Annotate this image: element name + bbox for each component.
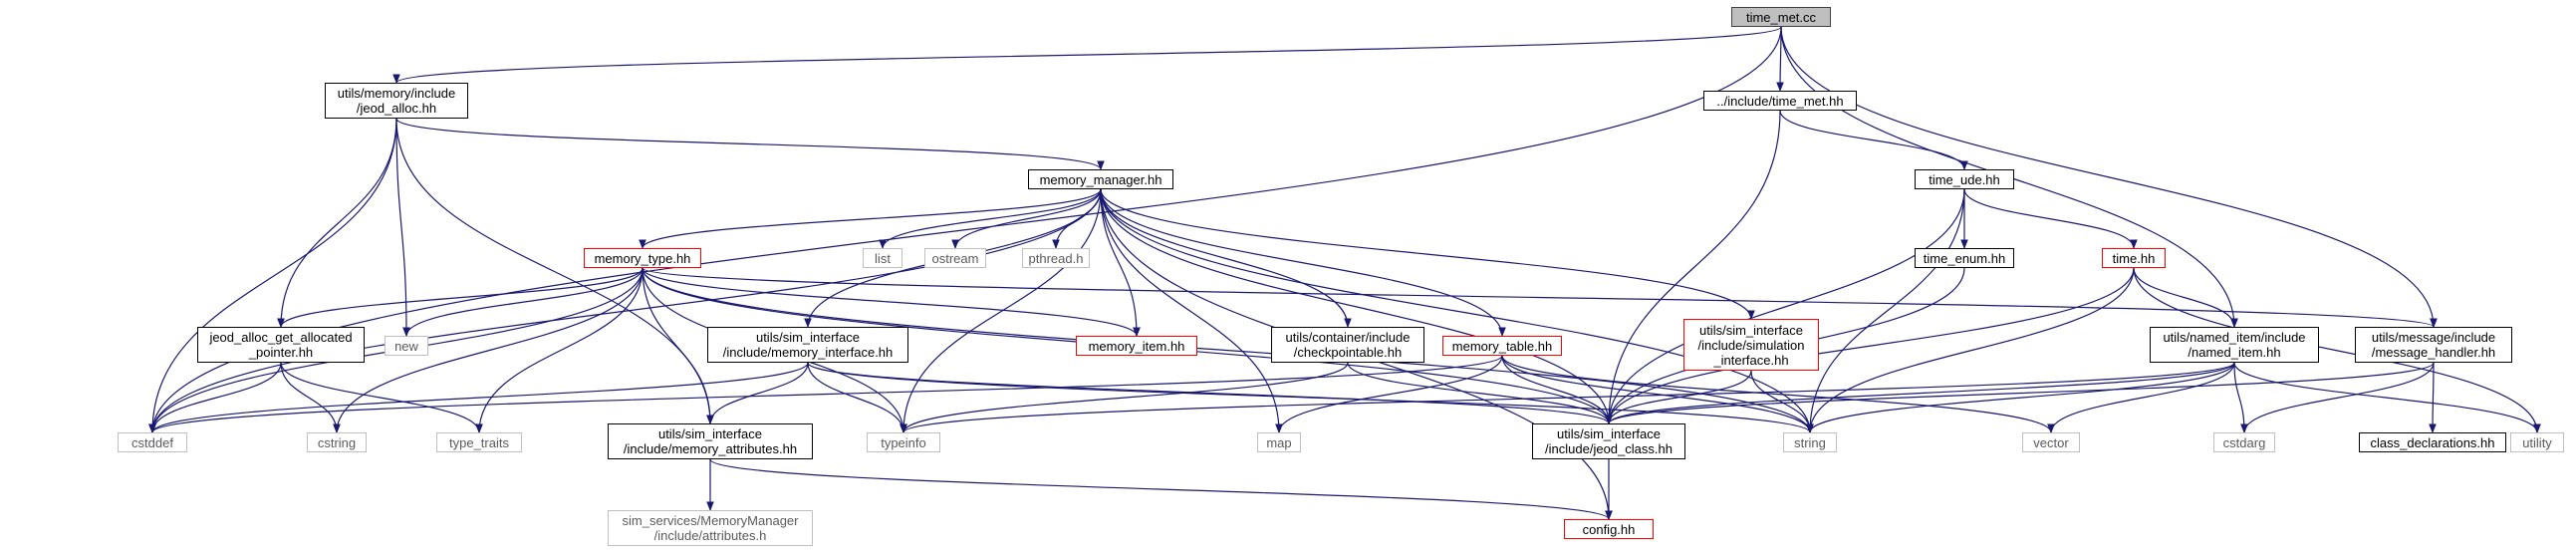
edge-memory-manager-to-map [1100,188,1283,433]
edge-memory-type-to-string [642,267,1814,433]
edge-time-hh-to-string [1806,267,2135,433]
edge-time-ude-to-string [1806,188,1965,433]
node-ostream: ostream [924,248,986,268]
node-checkpointable[interactable]: utils/container/include /checkpointable.… [1271,327,1424,363]
edge-memory-type-to-cstring [333,267,644,433]
node-cstdarg: cstdarg [2213,432,2275,452]
node-message-handler[interactable]: utils/message/include /message_handler.h… [2355,327,2512,363]
edge-memory-manager-to-simulation-interface [1100,188,1755,320]
edge-memory-manager-to-memory-type [639,188,1102,249]
edge-time-met-to-jeod-alloc [392,26,1782,84]
edge-named-item-to-jeod-class [1605,362,2235,424]
node-memory-manager[interactable]: memory_manager.hh [1028,169,1173,189]
node-jeod-class[interactable]: utils/sim_interface /include/jeod_class.… [1532,423,1685,459]
edge-memory-manager-to-checkpointable [1100,188,1352,328]
edge-jeod-alloc-ptr-to-cstring [280,362,341,433]
edge-memory-type-to-new [402,267,644,337]
edge-named-item-to-utility [2233,362,2541,433]
node-time-met: time_met.cc [1731,7,1831,27]
edge-memory-interface-to-string [807,362,1814,433]
node-memory-item[interactable]: memory_item.hh [1076,336,1197,356]
edge-jeod-alloc-to-cstddef [148,118,397,433]
edge-jeod-alloc-to-memory-manager [395,118,1105,170]
node-time-ude[interactable]: time_ude.hh [1915,169,2014,189]
edge-checkpointable-to-jeod-class [1347,362,1613,424]
edge-memory-manager-to-cstddef [148,188,1102,433]
edge-memory-type-to-memory-attributes [642,267,714,424]
node-cstring: cstring [307,432,367,452]
node-time-enum[interactable]: time_enum.hh [1915,248,2014,268]
edge-memory-interface-to-typeinfo [807,362,907,433]
node-map: map [1257,432,1301,452]
edge-memory-type-to-memory-item [642,267,1141,337]
node-memory-table[interactable]: memory_table.hh [1442,336,1562,356]
edge-jeod-alloc-ptr-to-type-traits [280,362,483,433]
edge-message-handler-to-class-declarations [2429,362,2437,433]
edge-jeod-alloc-to-jeod-alloc-ptr [277,118,397,328]
edge-time-met-to-message-handler [1780,26,2438,328]
edge-memory-interface-to-jeod-class [807,362,1613,424]
edge-memory-type-to-message-handler [642,267,2438,328]
node-new: new [385,336,428,356]
node-time-hh[interactable]: time.hh [2102,248,2166,268]
node-list: list [863,248,902,268]
edge-named-item-to-typeinfo [900,362,2235,433]
node-jeod-alloc[interactable]: utils/memory/include /jeod_alloc.hh [325,83,468,119]
edge-named-item-to-vector [2047,362,2235,433]
node-named-item[interactable]: utils/named_item/include /named_item.hh [2150,327,2319,363]
node-memory-attributes[interactable]: utils/sim_interface /include/memory_attr… [608,423,813,459]
node-jeod-alloc-ptr[interactable]: jeod_alloc_get_allocated _pointer.hh [197,327,365,363]
node-class-declarations[interactable]: class_declarations.hh [2359,432,2506,452]
edge-memory-table-to-vector [1501,355,2055,433]
edge-memory-table-to-map [1275,355,1503,433]
edge-time-ude-to-time-hh [1963,188,2138,249]
node-string: string [1783,432,1837,452]
edge-time-ude-to-jeod-class [1605,188,1965,424]
edge-memory-interface-to-cstddef [148,362,809,433]
edge-memory-table-to-cstddef [148,355,1503,433]
node-pthread: pthread.h [1022,248,1090,268]
edge-memory-manager-to-jeod-class [1100,188,1613,424]
edge-simulation-interface-to-string [1750,370,1814,433]
edge-memory-table-to-string [1501,355,1814,433]
edge-memory-manager-to-ostream [951,188,1102,249]
edge-memory-manager-to-string [1100,188,1814,433]
node-simulation-interface[interactable]: utils/sim_interface /include/simulation … [1683,319,1819,371]
node-utility: utility [2510,432,2564,452]
edge-memory-manager-to-list [879,188,1102,249]
edge-memory-attributes-to-config [709,458,1613,520]
edge-memory-interface-to-memory-attributes [706,362,809,424]
edge-message-handler-to-cstdarg [2240,362,2435,433]
node-memory-type[interactable]: memory_type.hh [584,248,701,268]
edge-checkpointable-to-typeinfo [900,362,1349,433]
edge-named-item-to-cstdarg [2233,362,2248,433]
edge-memory-manager-to-memory-item [1100,188,1141,337]
edge-message-handler-to-jeod-class [1605,362,2435,424]
edge-time-met-hh-to-time-ude [1779,110,1968,170]
edge-memory-manager-to-memory-table [1100,188,1506,337]
node-typeinfo: typeinfo [867,432,940,452]
edge-jeod-alloc-to-new [395,118,410,337]
node-time-met-hh[interactable]: ../include/time_met.hh [1703,91,1857,111]
edge-jeod-alloc-to-memory-attributes [395,118,714,424]
node-config[interactable]: config.hh [1564,519,1654,539]
edge-memory-type-to-jeod-alloc-ptr [277,267,644,328]
node-cstddef: cstddef [118,432,187,452]
edge-time-hh-to-named-item [2133,267,2238,328]
edge-time-hh-to-jeod-class [1605,267,2135,424]
edge-time-hh-to-utility [2133,267,2541,433]
edge-memory-type-to-type-traits [475,267,644,433]
edge-jeod-alloc-ptr-to-cstddef [148,362,282,433]
edge-simulation-interface-to-jeod-class [1605,370,1752,424]
edge-memory-manager-to-typeinfo [900,188,1102,433]
edge-time-met-hh-to-jeod-class [1605,110,1781,424]
node-sim-services-attr: sim_services/MemoryManager /include/attr… [608,510,813,546]
node-type-traits: type_traits [436,432,522,452]
edge-memory-table-to-jeod-class [1501,355,1613,424]
node-memory-interface[interactable]: utils/sim_interface /include/memory_inte… [707,327,908,363]
node-vector: vector [2022,432,2080,452]
edge-named-item-to-string [1806,362,2235,433]
